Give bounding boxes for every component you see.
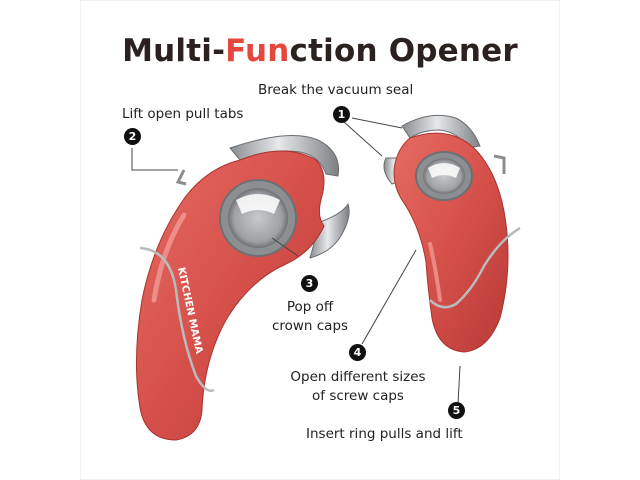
left-lower-jaw <box>309 202 350 259</box>
product-panel: Multi-Function Opener <box>80 0 560 480</box>
right-ring-pull-hook <box>493 154 506 174</box>
callout-badge-4: 4 <box>349 344 366 361</box>
left-pull-tab-hook <box>175 169 187 186</box>
leader-5 <box>457 365 461 405</box>
leader-4 <box>361 249 417 345</box>
title-part-2: ction Opener <box>289 33 518 69</box>
leader-2 <box>131 148 178 171</box>
right-wire-loop <box>429 226 521 309</box>
title-highlight: Fun <box>225 33 290 69</box>
leader-1a <box>351 117 403 129</box>
callout-label-3-line2: crown caps <box>271 318 349 334</box>
right-crown-cap-lip <box>428 163 460 178</box>
callout-badge-5: 5 <box>448 402 465 419</box>
callout-label-4: Open different sizes of screw caps <box>268 368 448 406</box>
callout-label-1: Break the vacuum seal <box>258 82 414 98</box>
callout-label-4-line1: Open different sizes <box>290 369 426 385</box>
callout-label-2: Lift open pull tabs <box>122 106 244 122</box>
left-opener <box>135 135 350 441</box>
callout-badge-1: 1 <box>333 106 350 123</box>
page-title: Multi-Function Opener <box>80 33 560 69</box>
leader-1b <box>343 121 383 157</box>
left-body-highlight <box>151 212 187 303</box>
right-body-highlight <box>428 242 442 302</box>
callout-label-4-line2: of screw caps <box>312 388 404 404</box>
callout-badge-3: 3 <box>301 275 318 292</box>
title-part-1: Multi- <box>122 33 226 69</box>
callout-label-5: Insert ring pulls and lift <box>306 426 463 442</box>
left-wire-loop <box>139 246 215 392</box>
left-crown-cap-lip <box>236 194 280 214</box>
opener-illustration: KITCHEN MAMA <box>131 114 521 441</box>
callout-label-3-line1: Pop off <box>286 299 334 315</box>
callout-leaders <box>131 117 461 405</box>
callout-label-3: Pop off crown caps <box>260 298 360 336</box>
leader-3 <box>271 237 299 257</box>
right-opener <box>383 114 521 353</box>
callout-badge-2: 2 <box>124 128 141 145</box>
